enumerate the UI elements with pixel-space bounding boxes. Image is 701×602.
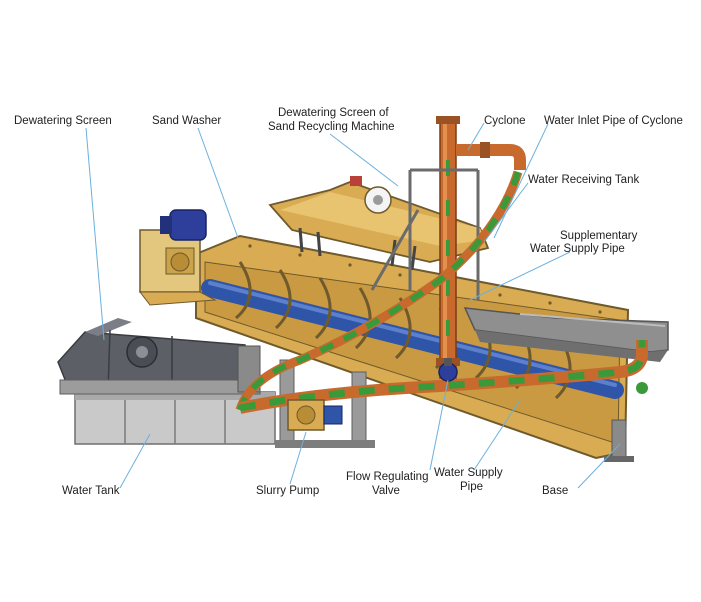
cyclone-support xyxy=(370,168,480,300)
water-inlet-pipe xyxy=(235,170,523,412)
label-recycling-screen-line2: Sand Recycling Machine xyxy=(268,121,395,133)
label-sand-washer: Sand Washer xyxy=(152,115,221,127)
sand-washer xyxy=(195,234,630,460)
labels: Dewatering Screen Sand Washer Dewatering… xyxy=(14,107,683,497)
label-cyclone: Cyclone xyxy=(484,115,526,127)
label-flow-valve-line1: Flow Regulating xyxy=(346,471,428,483)
leader-lines xyxy=(85,122,621,489)
label-recycling-screen-line1: Dewatering Screen of xyxy=(278,107,389,119)
label-water-supply-line2: Pipe xyxy=(460,481,483,493)
label-supplementary-line1: Supplementary xyxy=(560,230,638,242)
water-supply-pipe xyxy=(238,340,648,414)
slurry-pump xyxy=(287,399,343,431)
label-water-tank: Water Tank xyxy=(62,485,120,497)
label-dewatering-screen: Dewatering Screen xyxy=(14,115,112,127)
dewatering-screen-machine xyxy=(57,318,261,395)
label-water-inlet-pipe: Water Inlet Pipe of Cyclone xyxy=(544,115,683,127)
label-slurry-pump: Slurry Pump xyxy=(256,485,319,497)
cyclone-column xyxy=(436,116,526,379)
label-supplementary-line2: Water Supply Pipe xyxy=(530,243,625,255)
label-water-supply-line1: Water Supply xyxy=(434,467,503,479)
water-receiving-tank xyxy=(463,307,669,362)
label-water-receiving-tank: Water Receiving Tank xyxy=(528,174,639,186)
label-flow-valve-line2: Valve xyxy=(372,485,400,497)
drive-motor xyxy=(138,209,217,306)
label-base: Base xyxy=(542,485,568,497)
